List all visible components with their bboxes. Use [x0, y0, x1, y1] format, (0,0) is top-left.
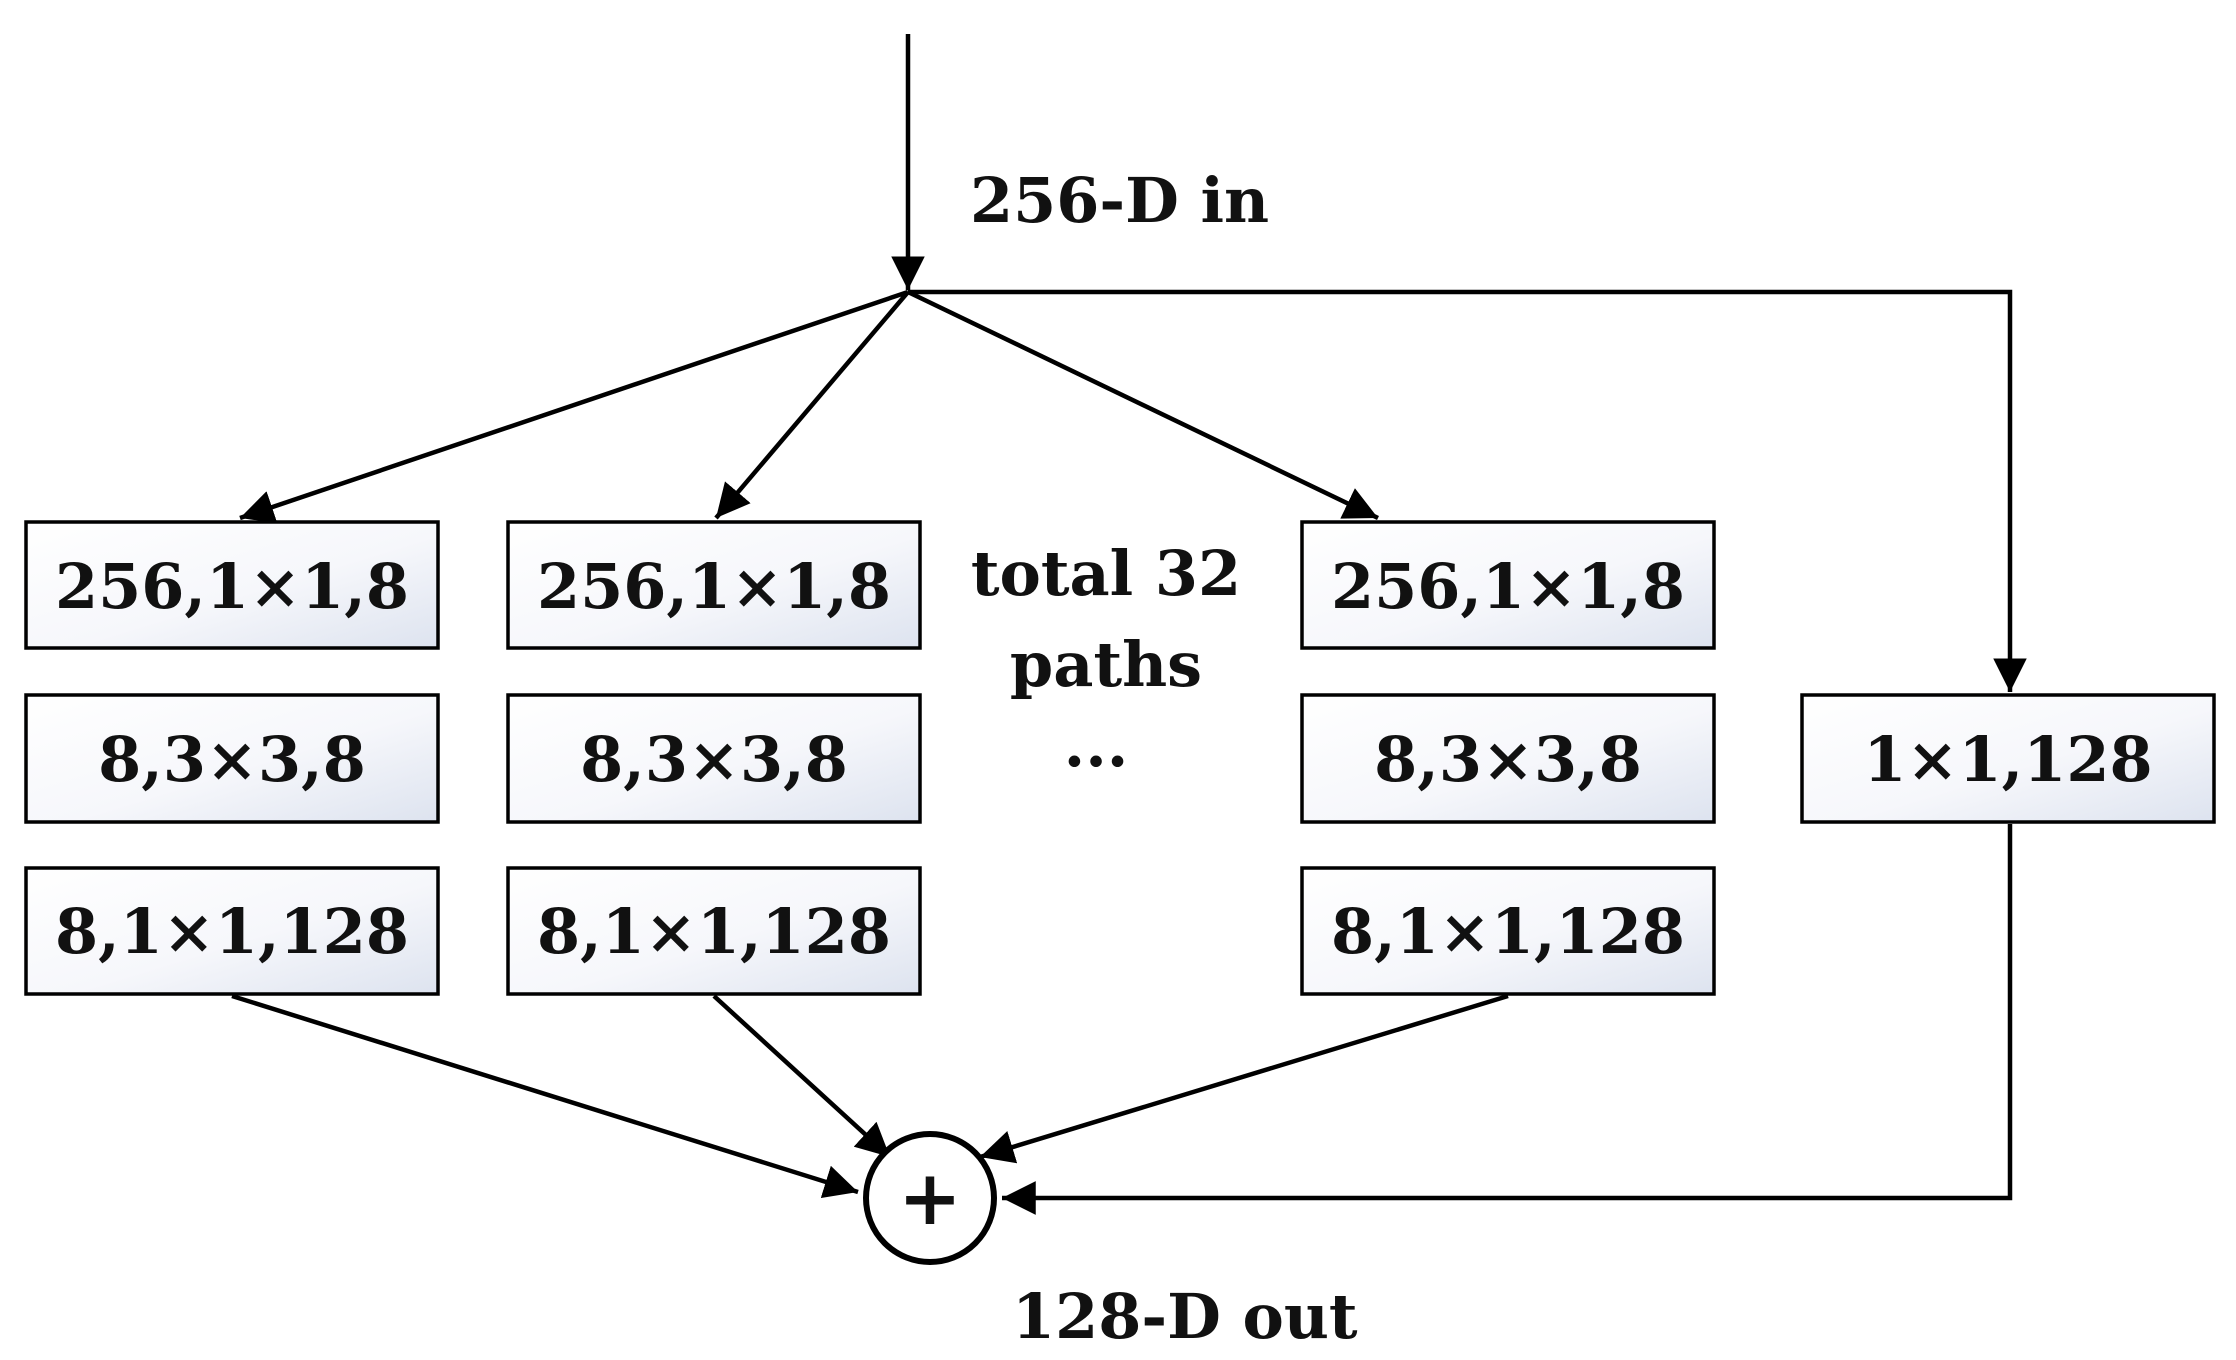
split-arrow-path-1: [239, 289, 909, 524]
path-2-layer-3: 8,1×1,128: [506, 866, 922, 996]
merge-arrow-path-1: [231, 993, 859, 1199]
path-2-layer-1: 256,1×1,8: [506, 520, 922, 650]
plus-icon: +: [898, 1153, 962, 1242]
layer-label: 8,3×3,8: [580, 723, 848, 796]
paths-count-line-1: total 32: [971, 537, 1241, 610]
shortcut-arrow: [908, 289, 2027, 692]
merge-arrow-path-2: [712, 994, 892, 1159]
path-2: 256,1×1,8 8,3×3,8 8,1×1,128: [506, 520, 922, 996]
paths-ellipsis: ...: [1064, 708, 1129, 781]
merge-arrow-path-3: [979, 993, 1509, 1164]
path-3-layer-3: 8,1×1,128: [1300, 866, 1716, 996]
layer-label: 256,1×1,8: [55, 550, 409, 623]
path-1: 256,1×1,8 8,3×3,8 8,1×1,128: [24, 520, 440, 996]
path-1-layer-2: 8,3×3,8: [24, 693, 440, 824]
layer-label: 8,1×1,128: [1331, 895, 1685, 968]
path-2-layer-2: 8,3×3,8: [506, 693, 922, 824]
path-1-layer-1: 256,1×1,8: [24, 520, 440, 650]
path-1-layer-3: 8,1×1,128: [24, 866, 440, 996]
layer-label: 256,1×1,8: [537, 550, 891, 623]
path-3: 256,1×1,8 8,3×3,8 8,1×1,128: [1300, 520, 1716, 996]
shortcut-projection: 1×1,128: [1800, 693, 2216, 824]
path-3-layer-1: 256,1×1,8: [1300, 520, 1716, 650]
layer-label: 256,1×1,8: [1331, 550, 1685, 623]
sum-node: +: [863, 1131, 997, 1265]
input-label: 256-D in: [970, 164, 1269, 237]
output-label: 128-D out: [1012, 1280, 1358, 1353]
split-arrow-path-3: [907, 289, 1379, 521]
paths-count-note: total 32 paths ...: [971, 537, 1241, 781]
path-3-layer-2: 8,3×3,8: [1300, 693, 1716, 824]
layer-label: 8,3×3,8: [98, 723, 366, 796]
paths-count-line-2: paths: [1010, 628, 1202, 701]
shortcut-label: 1×1,128: [1863, 723, 2152, 796]
merge-arrow-shortcut: [1002, 824, 2013, 1215]
split-arrow-path-2: [714, 290, 910, 520]
layer-label: 8,1×1,128: [537, 895, 891, 968]
layer-label: 8,1×1,128: [55, 895, 409, 968]
layer-label: 8,3×3,8: [1374, 723, 1642, 796]
